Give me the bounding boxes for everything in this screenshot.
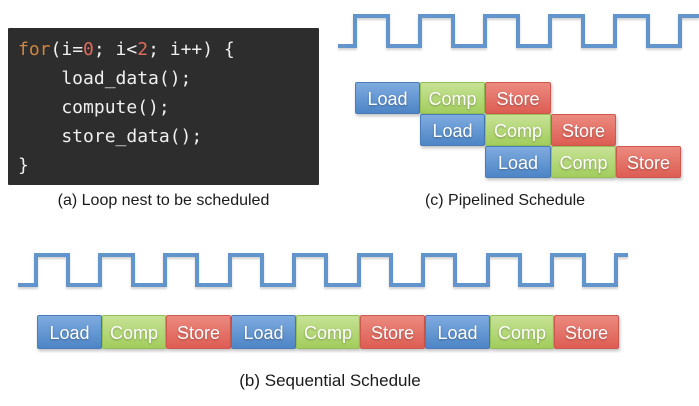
sequential-block-store: Store <box>360 315 425 349</box>
number-literal-2: 2 <box>137 39 149 60</box>
code-line-5: } <box>18 155 29 176</box>
code-block: for(i=0; i<2; i++) { load_data(); comput… <box>8 28 319 185</box>
sequential-block-comp: Comp <box>296 315 360 349</box>
code-line-3: compute(); <box>18 97 170 118</box>
sequential-block-store: Store <box>554 315 619 349</box>
pipeline-block-load: Load <box>485 146 551 178</box>
code-line-2: load_data(); <box>18 68 192 89</box>
code-text: for(i=0; i<2; i++) { load_data(); comput… <box>8 28 319 180</box>
caption-sequential: (b) Sequential Schedule <box>239 371 421 390</box>
pipeline-block-load: Load <box>355 82 420 114</box>
pipeline-block-load: Load <box>420 114 485 146</box>
code-punct-1: (i= <box>50 39 84 60</box>
code-punct-3: ; i++) { <box>148 39 235 60</box>
sequential-block-load: Load <box>425 315 490 349</box>
code-punct-2: ; i< <box>93 39 138 60</box>
caption-loop-nest: (a) Loop nest to be scheduled <box>57 192 270 209</box>
caption-pipelined: (c) Pipelined Schedule <box>424 192 586 209</box>
number-literal-0: 0 <box>83 39 94 60</box>
clock-waveform-sequential-icon <box>18 253 628 287</box>
sequential-block-comp: Comp <box>102 315 166 349</box>
sequential-block-load: Load <box>37 315 102 349</box>
pipeline-block-store: Store <box>551 114 616 146</box>
pipeline-block-comp: Comp <box>551 146 616 178</box>
pipeline-block-comp: Comp <box>420 82 485 114</box>
pipeline-block-comp: Comp <box>485 114 551 146</box>
sequential-block-comp: Comp <box>490 315 554 349</box>
pipeline-block-store: Store <box>616 146 681 178</box>
sequential-block-store: Store <box>166 315 231 349</box>
code-line-1: for(i=0; i<2; i++) { <box>18 39 235 60</box>
code-line-4: store_data(); <box>18 126 203 147</box>
clock-waveform-pipelined-icon <box>338 14 699 48</box>
keyword-for: for <box>18 39 51 60</box>
sequential-block-load: Load <box>231 315 296 349</box>
pipeline-block-store: Store <box>485 82 551 114</box>
